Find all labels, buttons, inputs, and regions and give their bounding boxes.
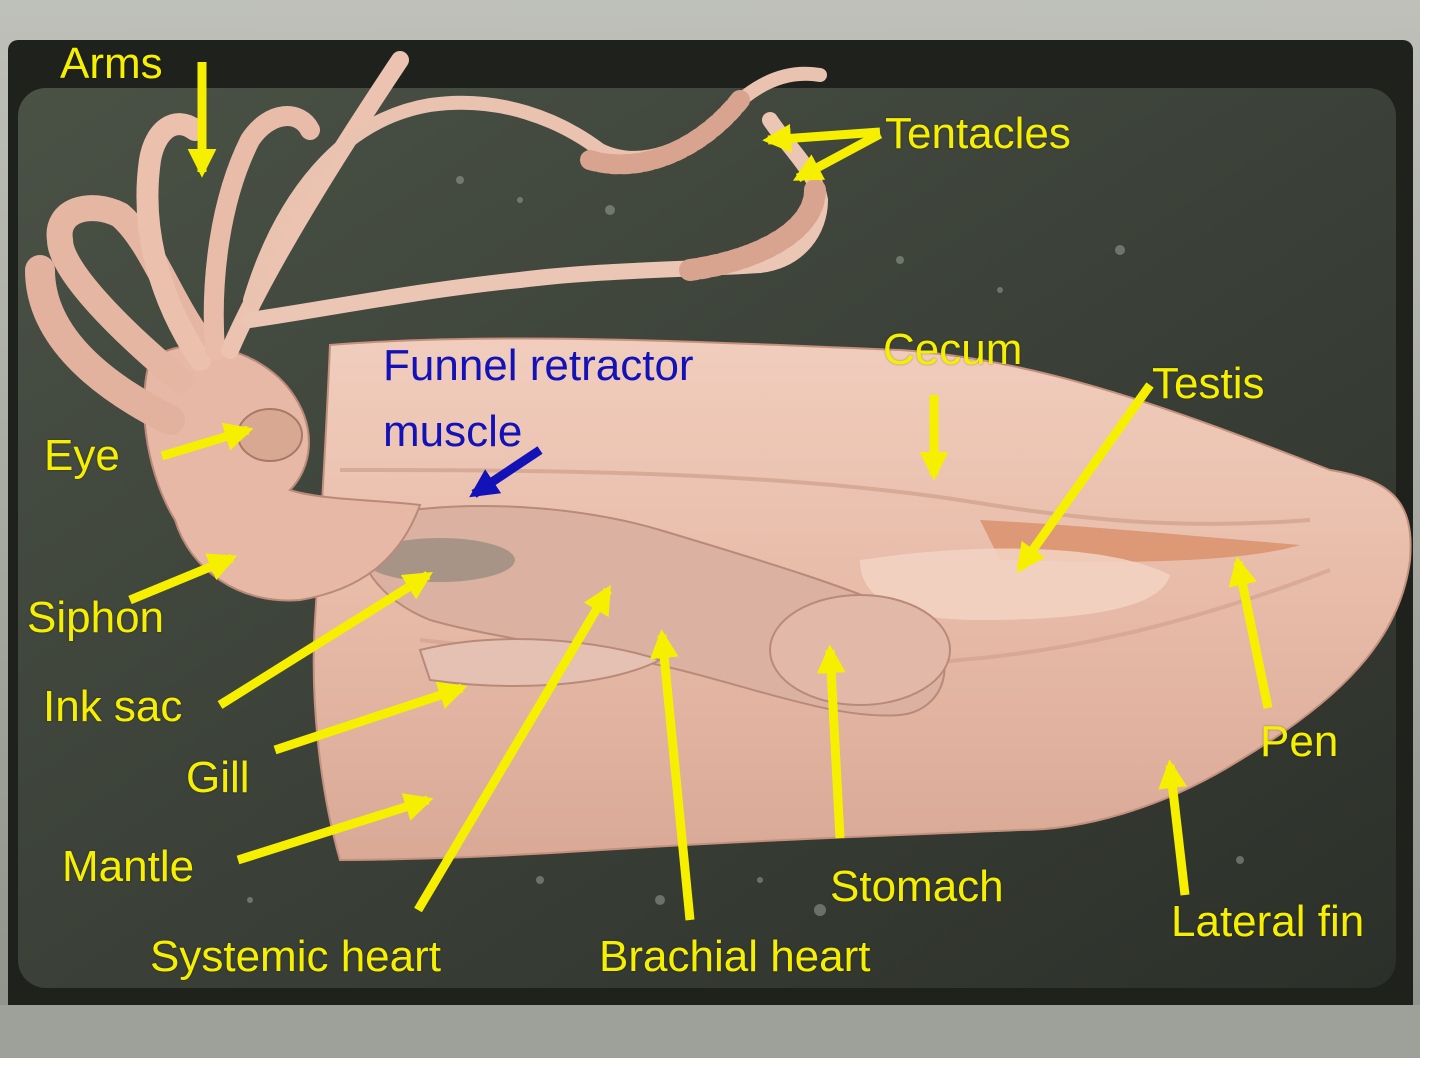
label-brachial-heart: Brachial heart <box>599 932 871 981</box>
stomach-shape <box>769 594 951 706</box>
tentacle-2-club <box>580 90 750 175</box>
siphon-pointer <box>128 553 238 605</box>
label-gill: Gill <box>186 753 250 802</box>
gill-pointer <box>273 681 468 755</box>
pointer-lines <box>128 62 1273 921</box>
tentacles-pointer-1 <box>762 123 881 153</box>
tentacles-pointer-2 <box>792 130 883 182</box>
funnel-retractor-pointer <box>469 446 543 498</box>
head <box>143 344 422 602</box>
label-testis: Testis <box>1152 359 1265 408</box>
label-pen: Pen <box>1260 717 1339 766</box>
label-cecum: Cecum <box>883 325 1023 374</box>
label-systemic-heart: Systemic heart <box>150 932 441 981</box>
stomach-pointer <box>816 644 846 839</box>
mantle-pointer <box>236 793 434 865</box>
label-stomach: Stomach <box>830 862 1004 911</box>
label-siphon: Siphon <box>27 593 165 642</box>
testis-pointer <box>1016 382 1154 573</box>
eye-shape <box>237 408 303 462</box>
testis-region <box>860 548 1170 620</box>
gill-shape <box>418 638 663 687</box>
label-tentacles: Tentacles <box>885 109 1071 158</box>
brachial-heart-pointer <box>649 629 695 921</box>
tentacle-1-club <box>679 179 826 281</box>
label-lateral-fin: Lateral fin <box>1171 897 1365 946</box>
label-funnel-retractor-line2: muscle <box>383 407 523 456</box>
water-droplets <box>247 176 1244 916</box>
arm-3 <box>203 106 320 360</box>
ink-sac-pointer <box>217 571 433 709</box>
tray-bottom-rim <box>0 1005 1420 1058</box>
eye-pointer <box>160 422 254 461</box>
label-arms: Arms <box>60 39 163 88</box>
lateral-fin-pointer <box>1158 759 1190 896</box>
arm-5 <box>25 255 185 435</box>
ink-sac-shape <box>365 538 515 582</box>
label-funnel-retractor-line1: Funnel retractor <box>383 341 694 390</box>
systemic-heart-pointer <box>414 585 612 913</box>
label-mantle: Mantle <box>62 842 195 891</box>
label-ink-sac: Ink sac <box>43 682 183 731</box>
pen-pointer <box>1228 556 1273 709</box>
arm-2 <box>136 113 211 371</box>
label-eye: Eye <box>44 431 120 480</box>
